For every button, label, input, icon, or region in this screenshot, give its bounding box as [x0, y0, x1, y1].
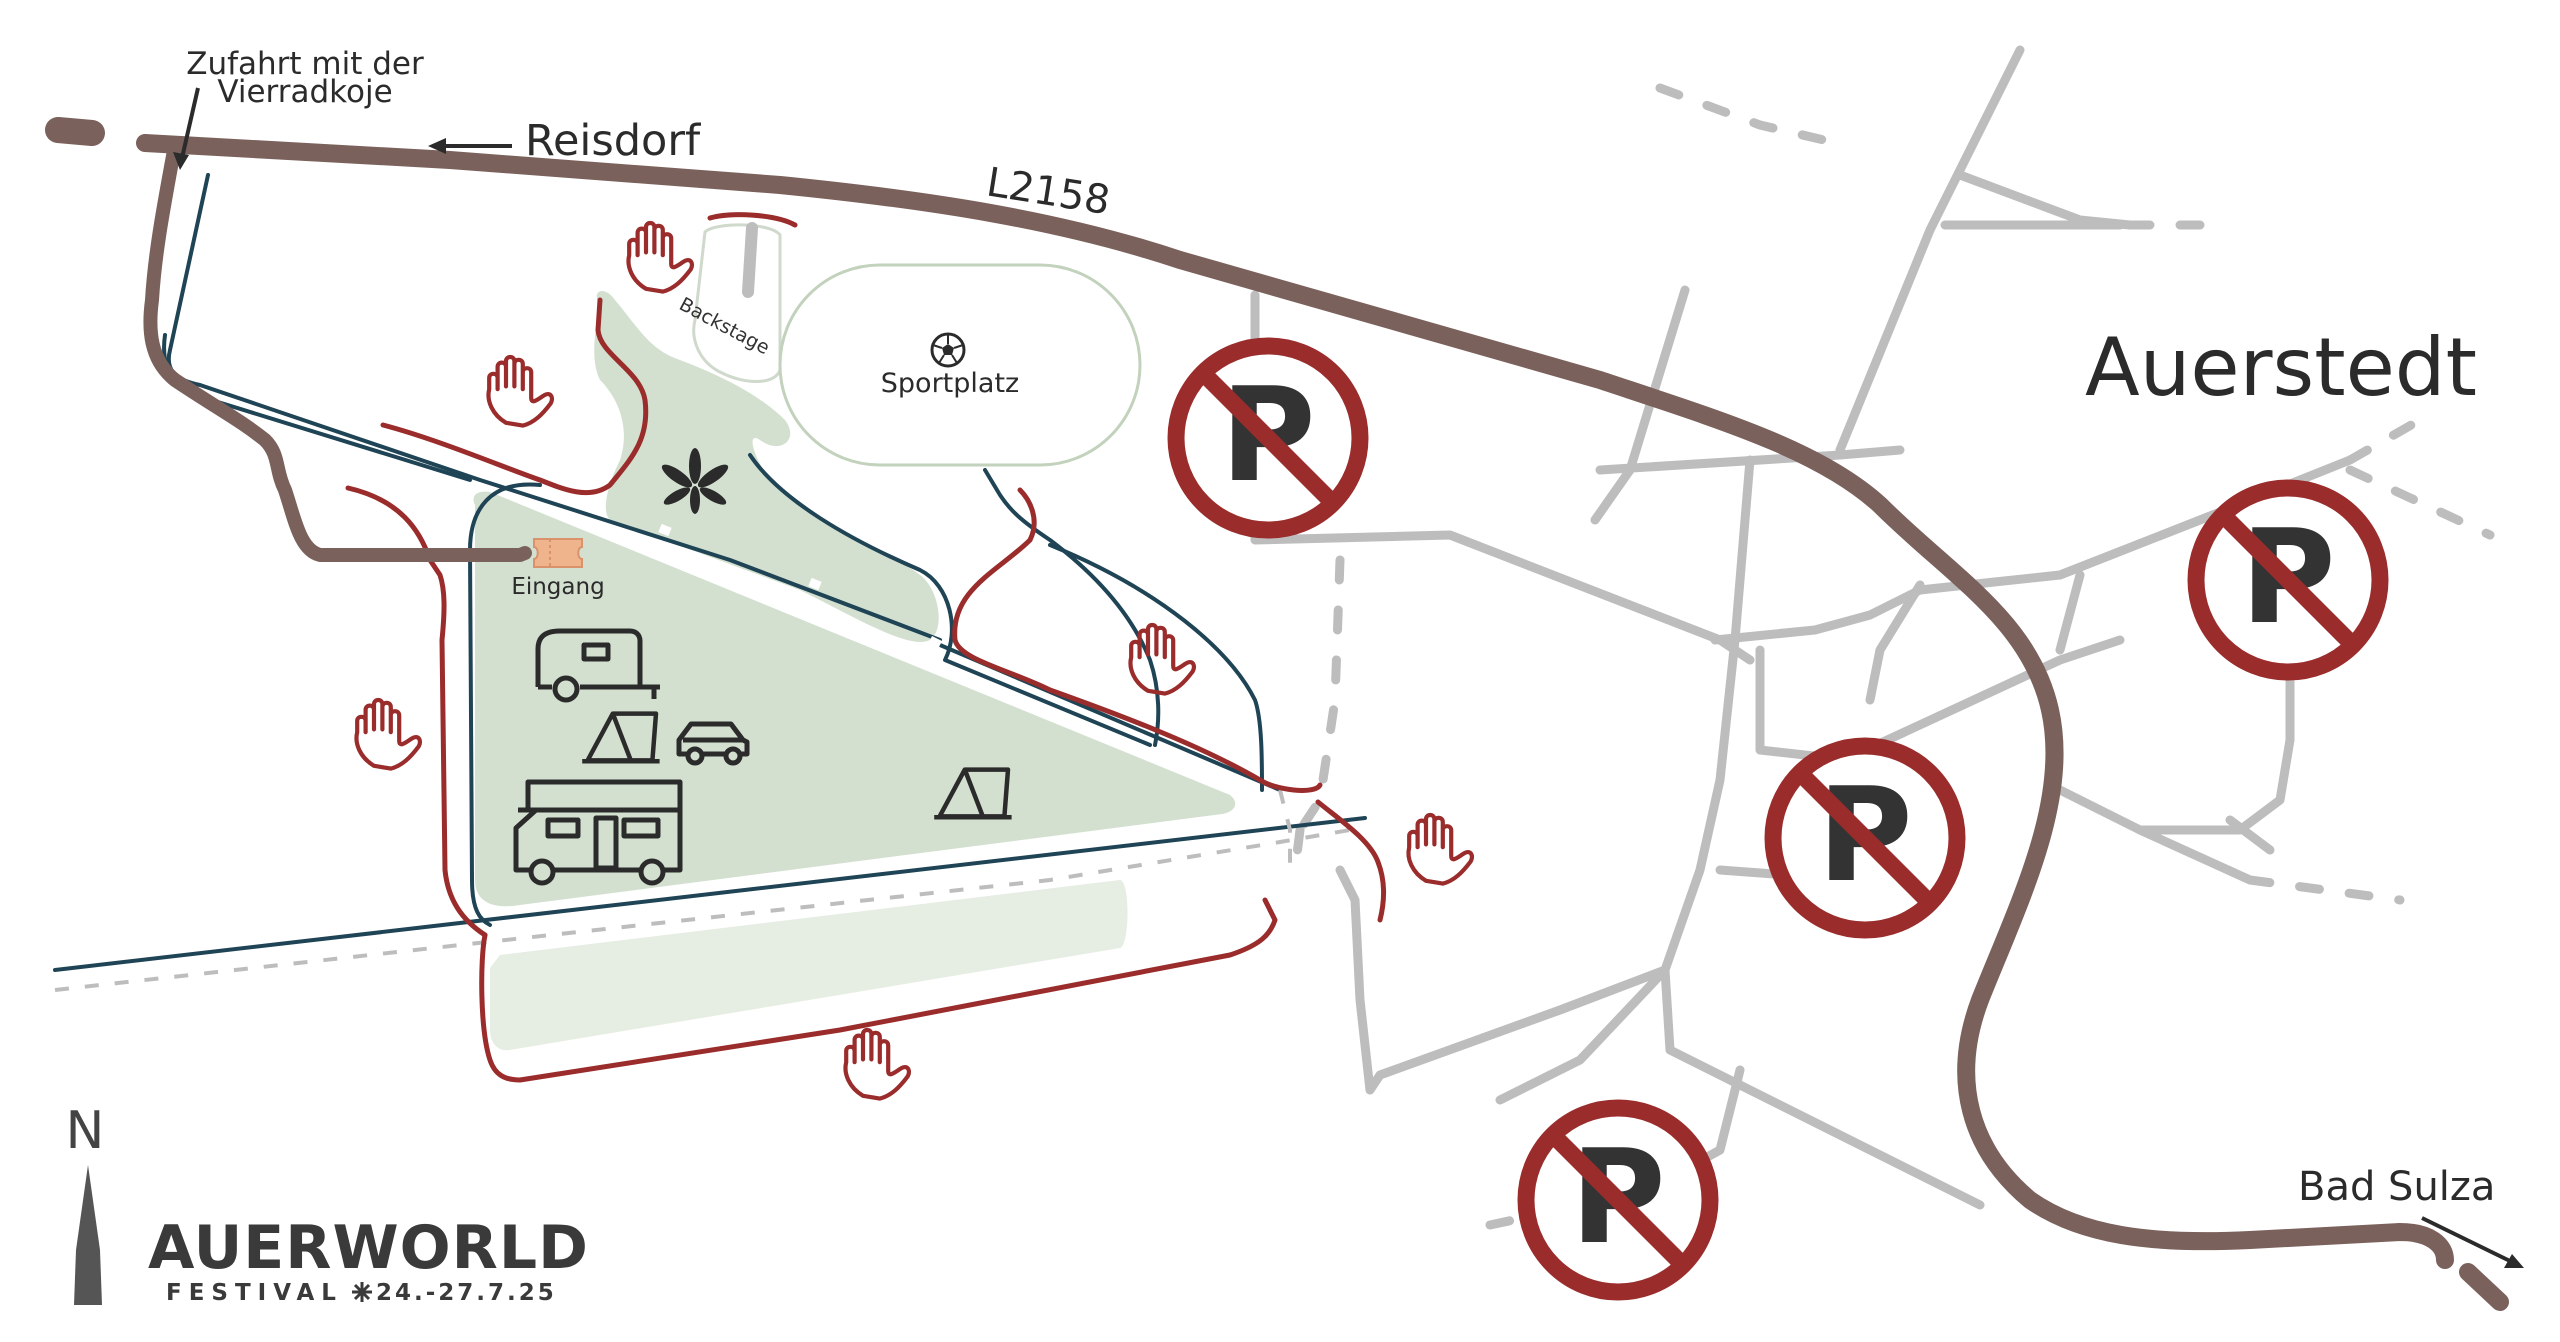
- fences: [345, 297, 1386, 1083]
- dashed-track: [54, 789, 1351, 992]
- footpath-breaks: [658, 523, 943, 650]
- car-icon: [676, 721, 750, 766]
- access-note-line2: Vierradkoje: [217, 74, 392, 110]
- motorhome-icon: [513, 779, 683, 886]
- festival-areas: [473, 290, 1236, 1051]
- entrance-label: Eingang: [511, 574, 604, 600]
- no-parking-icon: [1176, 346, 1360, 530]
- logo-subtitle: FESTIVAL: [166, 1280, 343, 1306]
- arrow-icon: [173, 87, 2524, 1268]
- sportsfield-label: Sportplatz: [881, 368, 1019, 399]
- stop-hand-icon: [846, 1030, 909, 1099]
- camping-area: [473, 491, 1236, 907]
- football-icon: [930, 332, 966, 368]
- logo-title: AUERWORLD: [148, 1213, 589, 1283]
- sun-icon: [352, 1282, 372, 1302]
- no-parking-icon: [2196, 488, 2380, 672]
- no-parking-icon: [1773, 746, 1957, 930]
- place-east-label: Bad Sulza: [2298, 1164, 2495, 1210]
- main-road-l2158: [45, 117, 2509, 1311]
- stop-hand-icon: [629, 223, 692, 292]
- stop-hand-icon: [357, 700, 420, 769]
- festival-logo: AUERWORLD FESTIVAL 24.-27.7.25: [148, 1213, 589, 1306]
- place-main-label: Auerstedt: [2085, 321, 2477, 414]
- stop-hand-icon: [1409, 815, 1472, 884]
- compass-label: N: [66, 1101, 105, 1161]
- ticket-icon: [533, 538, 583, 568]
- stop-hand-icon: [1131, 625, 1194, 694]
- logo-dates: 24.-27.7.25: [376, 1280, 557, 1306]
- plant-icon: [661, 448, 729, 514]
- caravan-icon: [535, 628, 660, 703]
- no-parking-icon: [1526, 1108, 1710, 1292]
- sportsfield: Sportplatz: [778, 263, 1142, 467]
- north-arrow-icon: [74, 1165, 102, 1305]
- forest-area: [594, 290, 939, 642]
- backstage-area: Backstage: [676, 212, 798, 383]
- access-note-line1: Zufahrt mit der: [186, 46, 424, 82]
- village-road-dashes: [1290, 83, 2495, 1230]
- lower-field: [490, 880, 1128, 1051]
- compass: N: [66, 1101, 105, 1305]
- stop-hand-icon: [489, 357, 552, 426]
- place-west-label: Reisdorf: [525, 116, 701, 166]
